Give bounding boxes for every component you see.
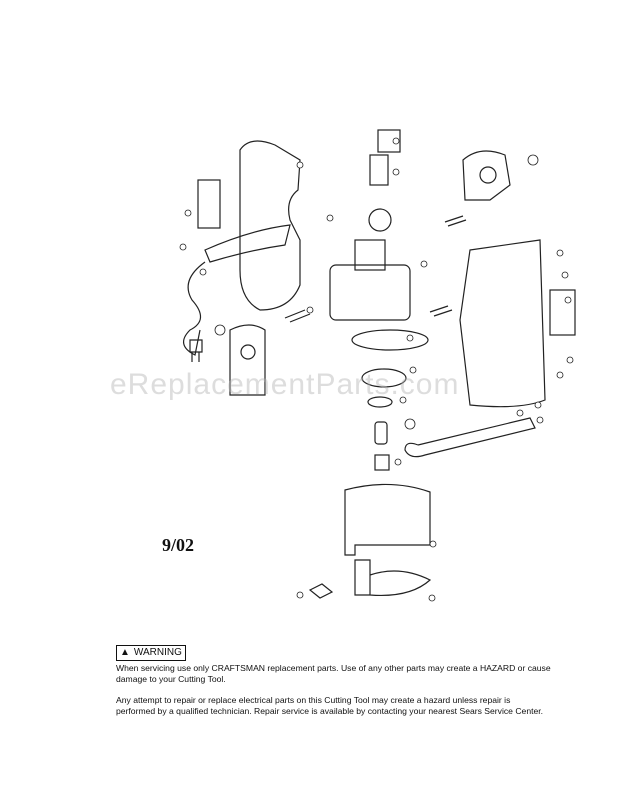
gear (351, 329, 429, 351)
label-plate-left (197, 179, 221, 229)
warning-text: WARNING (133, 647, 182, 658)
motor-stator (329, 264, 411, 321)
power-cord (183, 261, 206, 356)
collet (374, 421, 388, 445)
warning-para1-line1: When servicing use only CRAFTSMAN replac… (116, 663, 551, 673)
warning-para2-line1: Any attempt to repair or replace electri… (116, 695, 511, 705)
bearing (361, 368, 407, 388)
brush-spring-right (429, 305, 453, 317)
warning-triangle-icon: ▲ (120, 647, 130, 658)
top-cap-hole (479, 166, 497, 184)
top-bearing (368, 208, 392, 232)
switch (369, 154, 389, 186)
top-cap (462, 150, 511, 201)
switch-cover (377, 129, 401, 153)
right-housing (459, 239, 546, 408)
label-plate-right (549, 289, 576, 336)
base-bracket (344, 483, 431, 556)
warning-para2-line2: performed by a qualified technician. Rep… (116, 706, 544, 716)
thumb-screw (308, 583, 334, 599)
callouts (179, 137, 574, 602)
armature (354, 239, 386, 271)
end-cap-hole (240, 344, 256, 360)
collet-nut (374, 454, 390, 471)
bracket-lower (354, 559, 432, 597)
plug (189, 339, 203, 362)
exploded-parts-diagram (179, 129, 576, 602)
handle-band (204, 224, 291, 263)
warning-para1-line2: damage to your Cutting Tool. (116, 674, 226, 684)
brush-spring-top (444, 215, 467, 227)
date-code: 9/02 (162, 535, 195, 555)
brush-spring-left (284, 309, 311, 323)
wrench (404, 417, 536, 458)
end-cap (229, 324, 266, 396)
warning-label: ▲ WARNING (116, 645, 186, 661)
watermark: eReplacementParts.com (110, 368, 460, 401)
retaining-ring (367, 396, 393, 408)
left-housing (239, 140, 301, 311)
